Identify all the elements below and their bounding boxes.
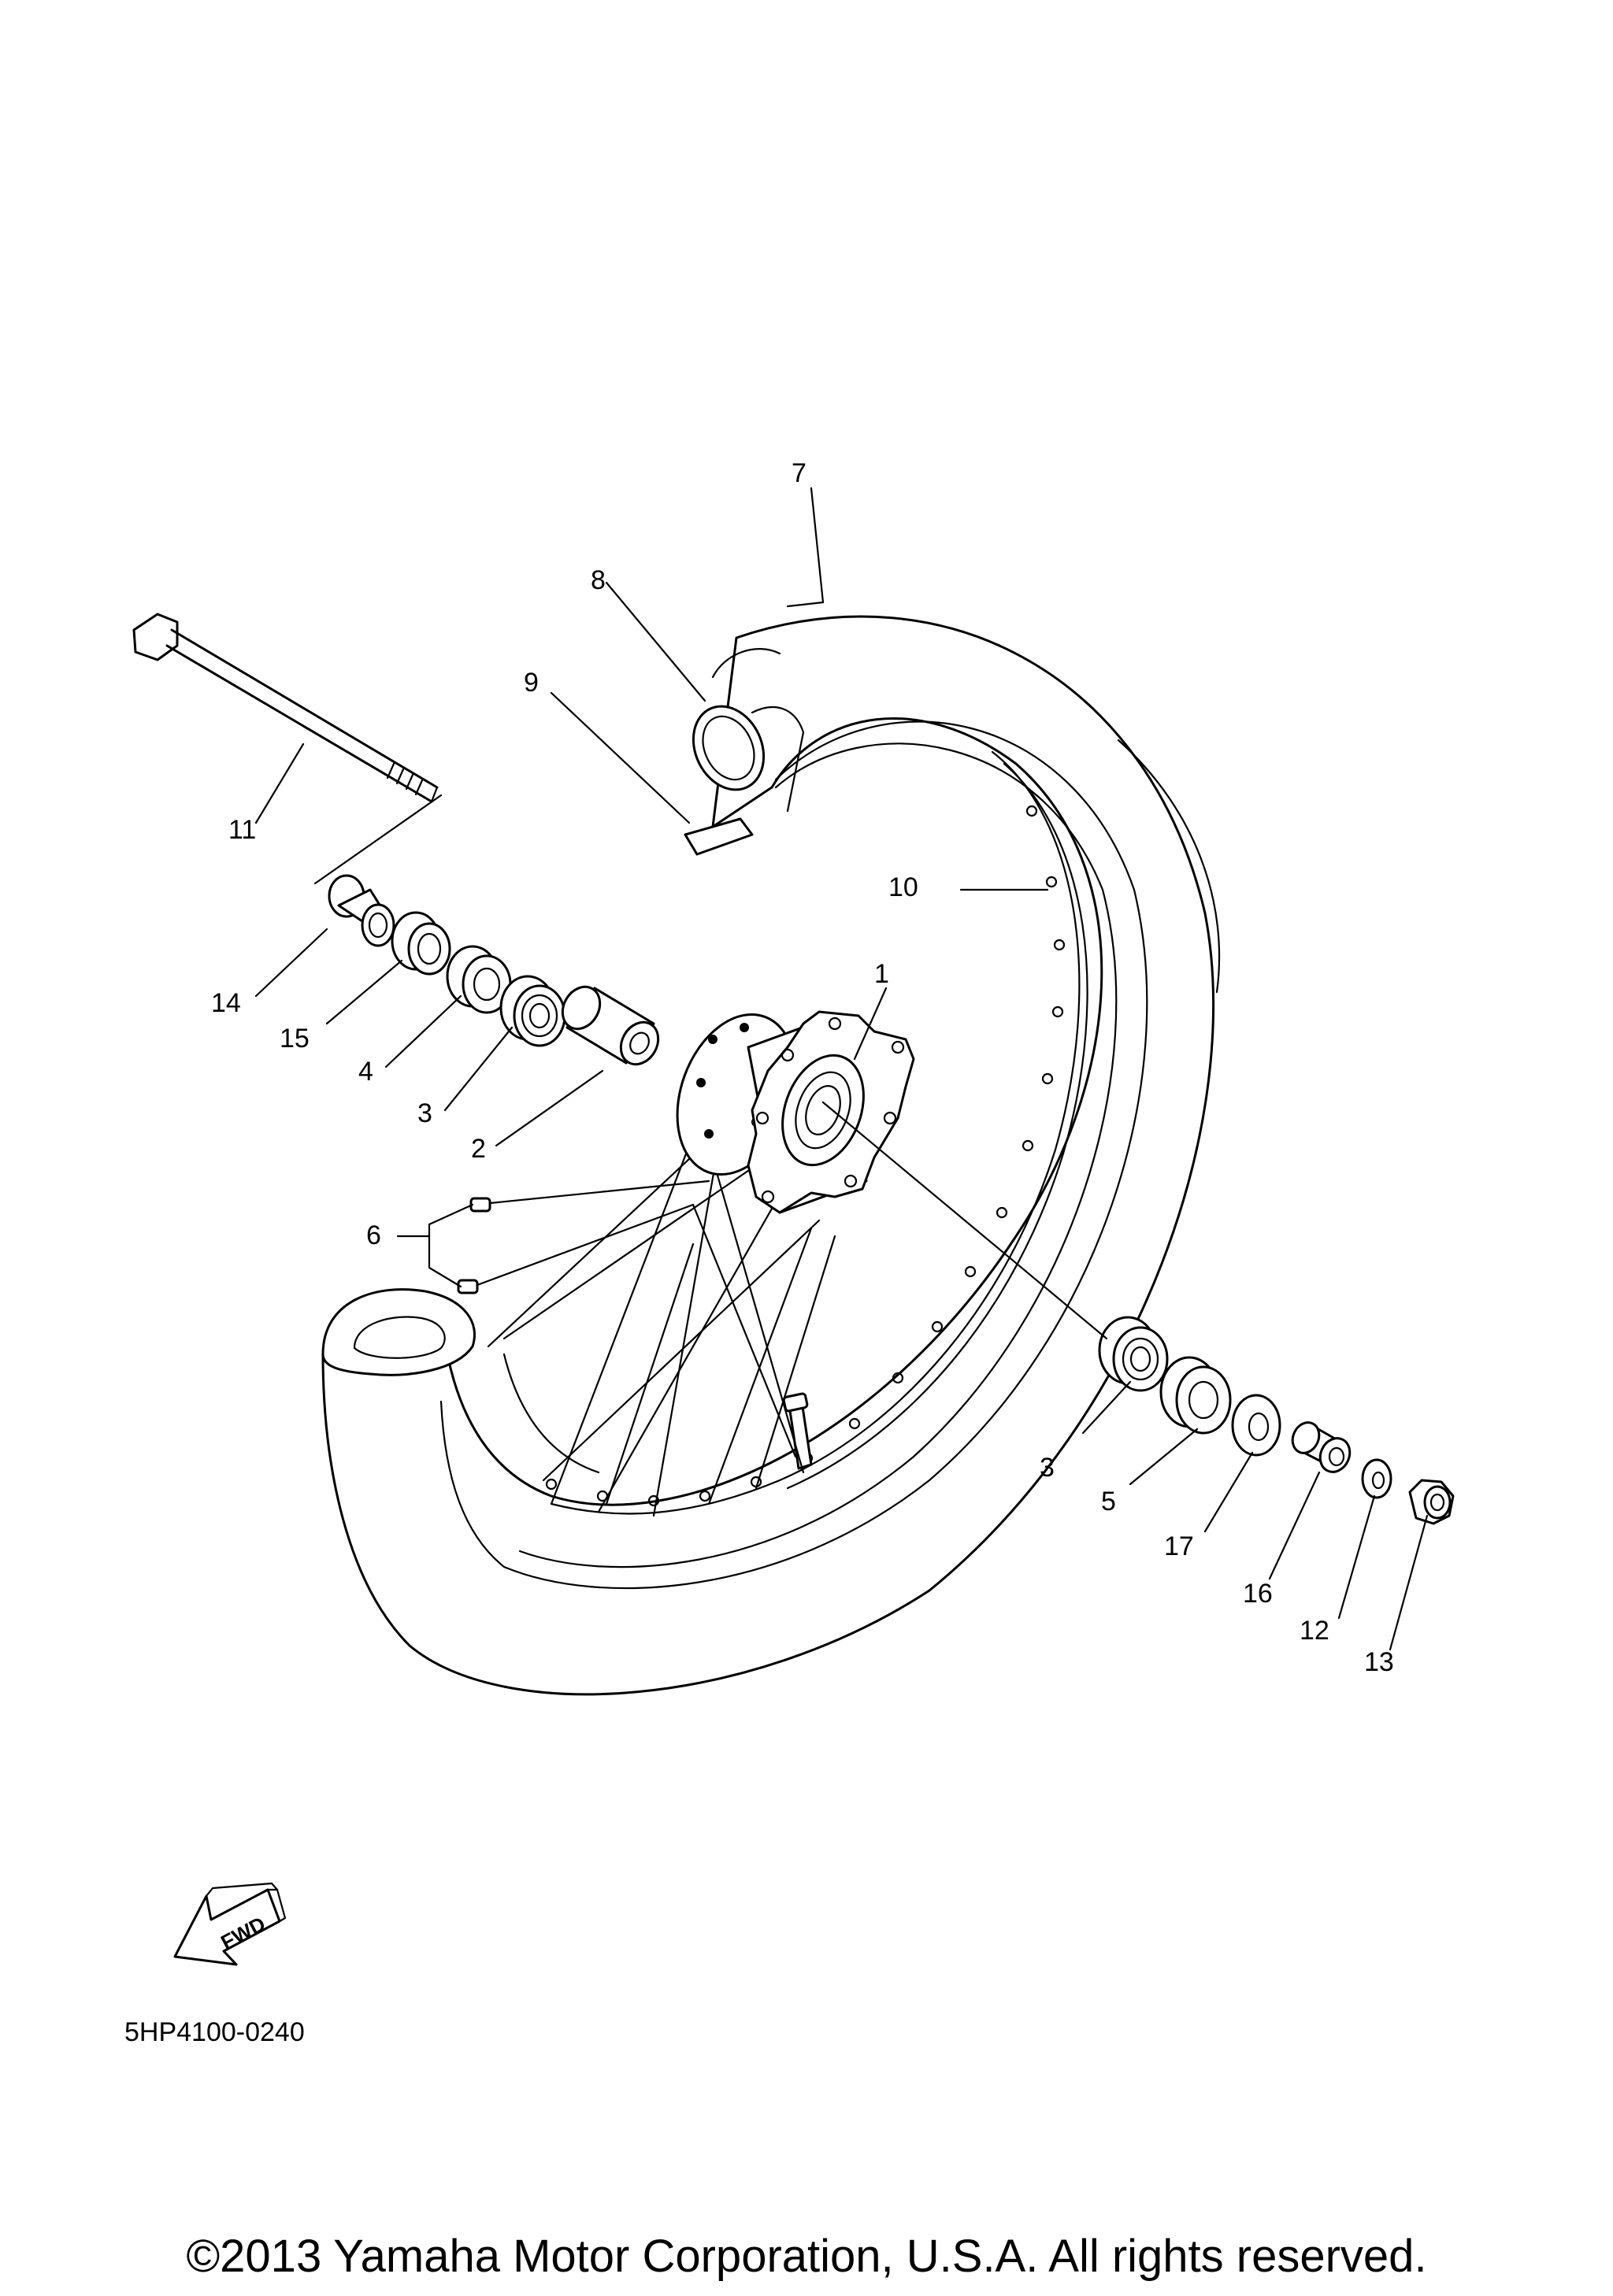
diagram-code: 5HP4100-0240	[124, 2017, 305, 2047]
left-collar	[328, 874, 395, 947]
callout-6: 6	[366, 1220, 381, 1250]
washer-12	[1361, 1458, 1392, 1499]
fwd-arrow-icon: FWD	[173, 1882, 287, 1966]
callout-17: 17	[1164, 1531, 1194, 1561]
collar-16	[1291, 1421, 1352, 1473]
copyright-notice: ©2013 Yamaha Motor Corporation, U.S.A. A…	[186, 2231, 1427, 2282]
spacer-2	[561, 985, 660, 1066]
tire	[321, 615, 1221, 1696]
callout-10: 10	[888, 872, 918, 902]
callout-9: 9	[524, 668, 539, 698]
callout-11: 11	[228, 815, 256, 845]
spokes	[487, 1093, 868, 1517]
callout-8: 8	[591, 565, 606, 595]
left-spacer-15	[391, 911, 451, 976]
bearing-3-left	[499, 975, 566, 1047]
callout-4: 4	[358, 1057, 373, 1087]
callout-7: 7	[792, 458, 806, 488]
spoke-set	[428, 1179, 710, 1294]
callout-15: 15	[280, 1024, 310, 1054]
hub	[676, 1010, 915, 1214]
bearing-3-right	[1098, 1316, 1169, 1392]
callout-5: 5	[1101, 1487, 1116, 1516]
axle-nut-13	[1408, 1479, 1455, 1525]
washer-17	[1231, 1394, 1281, 1457]
tube	[692, 705, 805, 813]
callout-14: 14	[211, 988, 241, 1018]
oil-seal-4	[446, 945, 512, 1014]
callout-3-left: 3	[417, 1098, 432, 1128]
callout-12: 12	[1300, 1616, 1329, 1646]
leader-lines	[254, 487, 1429, 1651]
callout-16: 16	[1243, 1579, 1273, 1609]
rim-band	[684, 817, 754, 856]
tube-valve	[782, 1392, 813, 1470]
callout-13: 13	[1364, 1647, 1394, 1677]
wheel-axle	[132, 613, 443, 885]
callout-3-right: 3	[1040, 1453, 1055, 1483]
callout-labels: 1 2 3 3 4 5 6 7 8 9 10 11 12 13 14 15 16…	[211, 458, 1394, 1677]
callout-1: 1	[874, 959, 889, 989]
oil-seal-5	[1159, 1356, 1232, 1435]
callout-2: 2	[471, 1134, 486, 1164]
